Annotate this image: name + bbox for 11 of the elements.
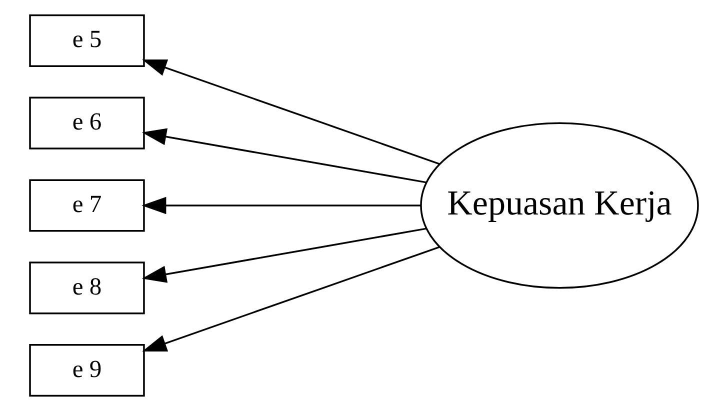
arrow — [142, 196, 421, 214]
arrow — [142, 59, 440, 165]
arrow — [142, 246, 440, 352]
node-ellipse: Kepuasan Kerja — [420, 122, 699, 289]
node-box: e 6 — [29, 96, 145, 150]
node-box: e 7 — [29, 179, 145, 232]
arrow — [142, 228, 427, 283]
arrow — [142, 128, 427, 184]
node-box: e 5 — [29, 14, 145, 67]
node-box: e 8 — [29, 262, 145, 314]
node-box: e 9 — [29, 344, 145, 397]
